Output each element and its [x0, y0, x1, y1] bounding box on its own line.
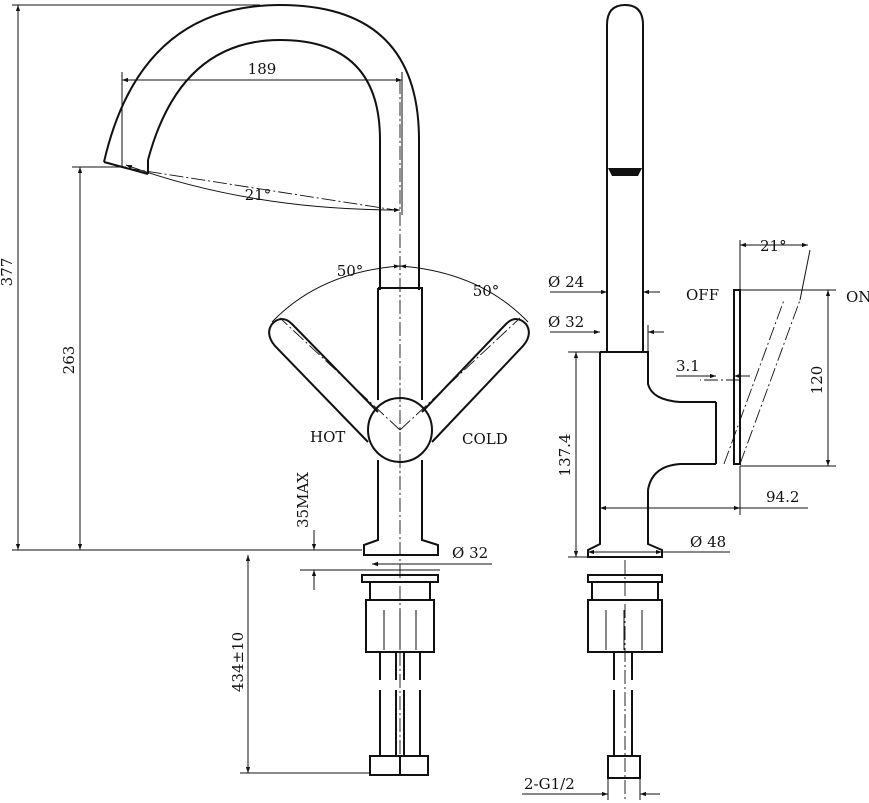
dim-overall-height: 377 — [0, 4, 260, 550]
dim-spout-height: 263 — [60, 166, 126, 550]
spout-height-label: 263 — [60, 346, 78, 375]
spout-diameter-label: Ø 24 — [548, 273, 584, 291]
hole-diameter-label: Ø 32 — [452, 544, 488, 562]
dim-lever-angle: 21° — [739, 237, 811, 301]
front-view: 377 263 189 21° 50° 50° HOT COLD — [0, 3, 530, 776]
front-centerlines — [125, 80, 521, 760]
spout-outline — [103, 3, 420, 290]
lever-offset-label: 3.1 — [676, 357, 700, 375]
side-view: Ø 24 Ø 32 3.1 120 21° OFF ON — [522, 3, 869, 800]
mounting-shank — [365, 581, 435, 653]
dim-lever-offset: 3.1 — [676, 357, 750, 379]
lever-angle-label: 21° — [760, 237, 787, 255]
side-body — [587, 351, 717, 558]
base-diameter-label: Ø 48 — [690, 533, 726, 551]
dim-deck-thickness: 35MAX — [294, 472, 317, 590]
dim-lever-travel: 120 — [740, 289, 836, 467]
dim-base-diameter: Ø 48 — [588, 533, 730, 555]
lever-cold — [421, 318, 530, 443]
dim-lever-angles: 50° 50° — [271, 262, 529, 323]
on-label: ON — [846, 288, 869, 306]
spout-reach-label: 189 — [248, 60, 277, 78]
dim-body-diameter-top: Ø 32 — [548, 313, 664, 352]
side-shank — [587, 560, 663, 800]
side-spout — [606, 3, 644, 352]
supply-hoses — [369, 652, 429, 776]
cold-label: COLD — [462, 430, 508, 448]
lever-angle-right-label: 50° — [473, 282, 500, 300]
dim-connection: 2-G1/2 — [522, 775, 660, 800]
aerator — [608, 168, 642, 176]
dim-hose-length: 434±10 — [229, 555, 370, 774]
dim-lever-reach: 94.2 — [600, 466, 808, 515]
dim-spout-angle: 21° — [125, 164, 401, 213]
deck-thickness-label: 35MAX — [294, 472, 312, 528]
hose-length-label: 434±10 — [229, 632, 247, 692]
body-diameter-top-label: Ø 32 — [548, 313, 584, 331]
faucet-body — [363, 287, 439, 556]
deck-plate — [12, 549, 440, 583]
lever-angle-left-label: 50° — [337, 262, 364, 280]
hot-label: HOT — [310, 428, 345, 446]
lever-reach-label: 94.2 — [766, 488, 799, 506]
off-label: OFF — [686, 286, 719, 304]
dim-spout-reach: 189 — [121, 60, 403, 215]
body-height-label: 137.4 — [556, 434, 574, 477]
dim-hole-diameter: Ø 32 — [372, 544, 492, 567]
overall-height-label: 377 — [0, 258, 16, 287]
spout-angle-label: 21° — [245, 186, 272, 204]
connection-label: 2-G1/2 — [524, 775, 575, 793]
dim-spout-diameter: Ø 24 — [548, 273, 660, 295]
lever-hot — [268, 318, 379, 443]
side-lever — [700, 289, 801, 465]
lever-travel-label: 120 — [808, 366, 826, 395]
dim-body-height: 137.4 — [556, 351, 600, 558]
